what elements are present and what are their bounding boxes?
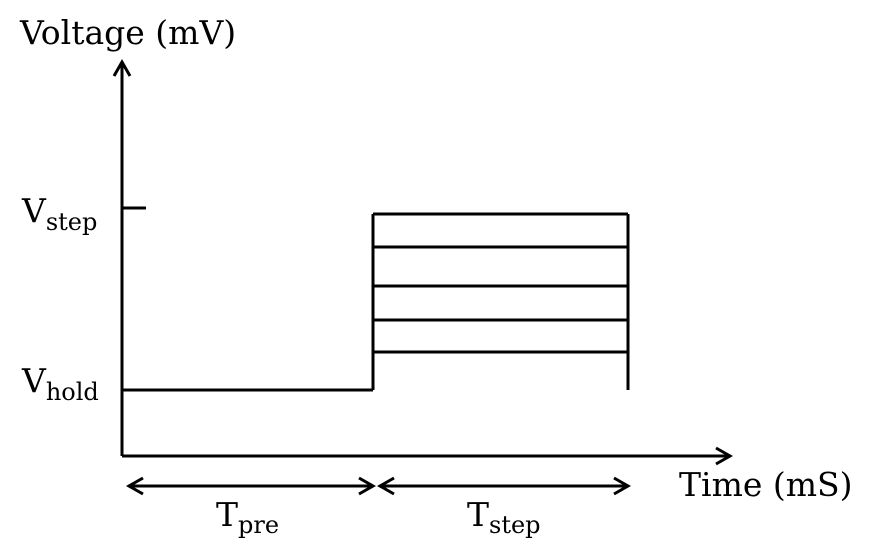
x-axis-label: Time (mS) [679, 465, 853, 504]
v-hold-label-main: V [21, 361, 47, 400]
t-step-label: Tstep [467, 495, 541, 539]
v-step-label: Vstep [21, 191, 97, 236]
y-axis-arrowhead [112, 58, 132, 77]
v-hold-label: Vhold [21, 361, 99, 406]
t-pre-arrowhead-left [125, 476, 144, 496]
x-axis-arrowhead [715, 446, 734, 466]
y-axis-label: Voltage (mV) [19, 13, 236, 52]
t-step-arrowhead-left [376, 476, 395, 496]
t-pre-label-main: T [216, 495, 238, 534]
t-pre-label: Tpre [216, 495, 279, 539]
step-levels-group [373, 212, 628, 354]
v-hold-label-sub: hold [46, 378, 99, 406]
v-step-label-main: V [21, 191, 47, 230]
t-step-arrowhead-right [613, 476, 632, 496]
t-step-label-main: T [467, 495, 489, 534]
t-pre-arrowhead-right [358, 476, 377, 496]
t-step-label-sub: step [489, 511, 541, 539]
v-step-label-sub: step [46, 208, 98, 236]
t-pre-label-sub: pre [238, 511, 279, 539]
